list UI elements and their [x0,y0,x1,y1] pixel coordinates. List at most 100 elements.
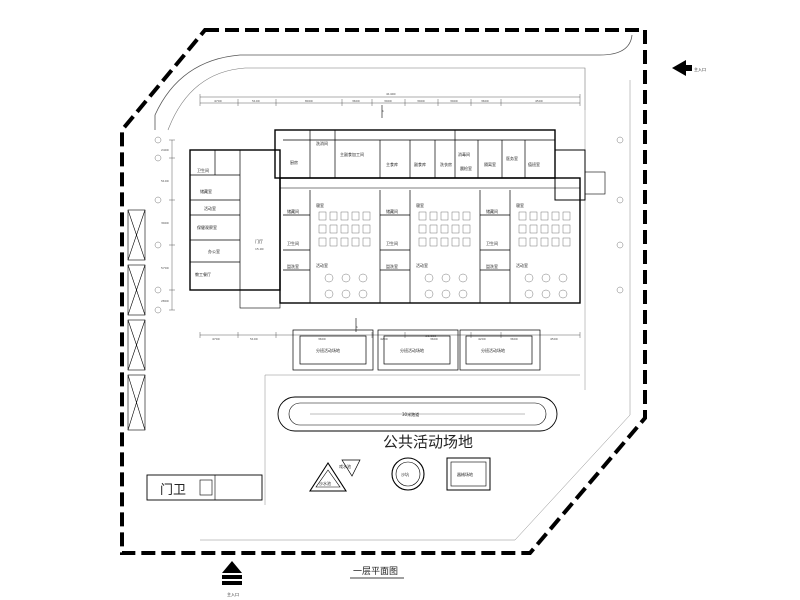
svg-text:活动室: 活动室 [316,262,328,268]
bed [329,237,338,247]
round-table [458,289,468,299]
svg-text:3900: 3900 [417,99,425,103]
round-table [324,273,334,283]
bed [529,211,538,221]
svg-text:4500: 4500 [550,337,558,341]
round-table [558,273,568,283]
room-storage: 储藏室 [200,188,212,194]
bed [351,224,360,234]
bed [518,211,527,221]
svg-text:3600: 3600 [510,337,518,341]
track-label: 30米跑道 [402,411,419,417]
bed [529,237,538,247]
axis-bubbles [154,136,624,314]
equipment-area [446,457,491,491]
class-yard-labels: 分班活动场地 分班活动场地 分班活动场地 [316,347,505,353]
room-activity: 活动室 [204,205,216,211]
bed [529,224,538,234]
side-dimension-chain [169,139,175,311]
svg-text:分班活动场地: 分班活动场地 [481,347,505,353]
room-duty: 值班室 [528,161,540,167]
bed [518,237,527,247]
svg-text:4700: 4700 [214,99,222,103]
bed [418,237,427,247]
bed [362,224,371,234]
bed [562,224,571,234]
room-washing: 洗消间 [316,140,328,146]
round-table [441,273,451,283]
bed [318,237,327,247]
classroom-labels: 储藏间 寝室 活动室 卫生间 盥洗室 储藏间 寝室 活动室 卫生间 盥洗室 储藏… [287,202,528,269]
svg-text:3600: 3600 [318,337,326,341]
south-entrance-label: 主入口 [227,591,239,597]
pool-label: 戏水池 [339,463,351,469]
svg-text:4700: 4700 [212,337,220,341]
dim-bottom-segments: 4700 5100 3600 4200 3600 4200 3600 4500 [212,337,558,341]
dim-top-total: 41400 [386,92,396,96]
round-table [324,289,334,299]
svg-text:8000: 8000 [305,99,313,103]
sand-pool-triangle [341,459,361,477]
bed [329,224,338,234]
bed [351,211,360,221]
round-table [458,273,468,283]
room-staple-store: 主食库 [386,161,398,167]
public-area-label: 公共活动场地 [383,433,473,451]
access-road-inner [167,67,586,131]
access-road [154,34,633,130]
round-table [341,289,351,299]
room-food-prep: 主副食加工间 [340,151,364,157]
bed [462,237,471,247]
sand-pit-inner [395,461,421,487]
west-room-labels: 卫生间 储藏室 活动室 办公室 保健观察室 教工餐厅 门厅 15.90 [195,167,264,277]
svg-text:2400: 2400 [161,148,169,152]
bed [440,237,449,247]
room-health: 保健观察室 [197,224,217,230]
bed [318,224,327,234]
water-pool-triangle [308,461,348,492]
room-clinic: 医务室 [506,155,518,161]
hall-area: 15.90 [255,247,264,251]
water-pool-triangle-inner [315,469,341,488]
sand-pit-label: 沙坑 [401,471,409,477]
bed [462,224,471,234]
west-planting-strips [127,209,146,431]
svg-text:分班活动场地: 分班活动场地 [400,347,424,353]
bed [418,224,427,234]
bed [518,224,527,234]
sand-water-label: 沙水池 [319,480,331,486]
bed [429,237,438,247]
room-lobby: 门厅 [255,238,263,244]
site-boundary [120,28,647,555]
bed [318,211,327,221]
bed [429,211,438,221]
bed [429,224,438,234]
round-table [341,273,351,283]
section-marker-top: 1 [382,109,384,113]
bed [540,211,549,221]
svg-text:3600: 3600 [352,99,360,103]
class-yards [292,329,541,371]
equipment-area-inner [450,461,487,487]
classroom-wing [279,177,581,304]
bed [551,211,560,221]
svg-text:卫生间: 卫生间 [486,240,498,246]
bed [418,211,427,221]
room-office: 办公室 [208,248,220,254]
svg-text:寝室: 寝室 [316,202,324,208]
bed [440,224,449,234]
running-track-inner [288,402,547,426]
gatehouse-label: 门卫 [160,483,186,498]
svg-text:3900: 3900 [161,221,169,225]
svg-text:3900: 3900 [450,99,458,103]
round-table [524,289,534,299]
svg-text:5100: 5100 [250,337,258,341]
bed [362,237,371,247]
room-staff-dining: 教工餐厅 [195,271,211,277]
room-nonstaple-store: 副食库 [414,161,426,167]
round-table [558,289,568,299]
svg-text:分班活动场地: 分班活动场地 [316,347,340,353]
section-marker-bottom: 1 [356,325,358,329]
bed [340,211,349,221]
